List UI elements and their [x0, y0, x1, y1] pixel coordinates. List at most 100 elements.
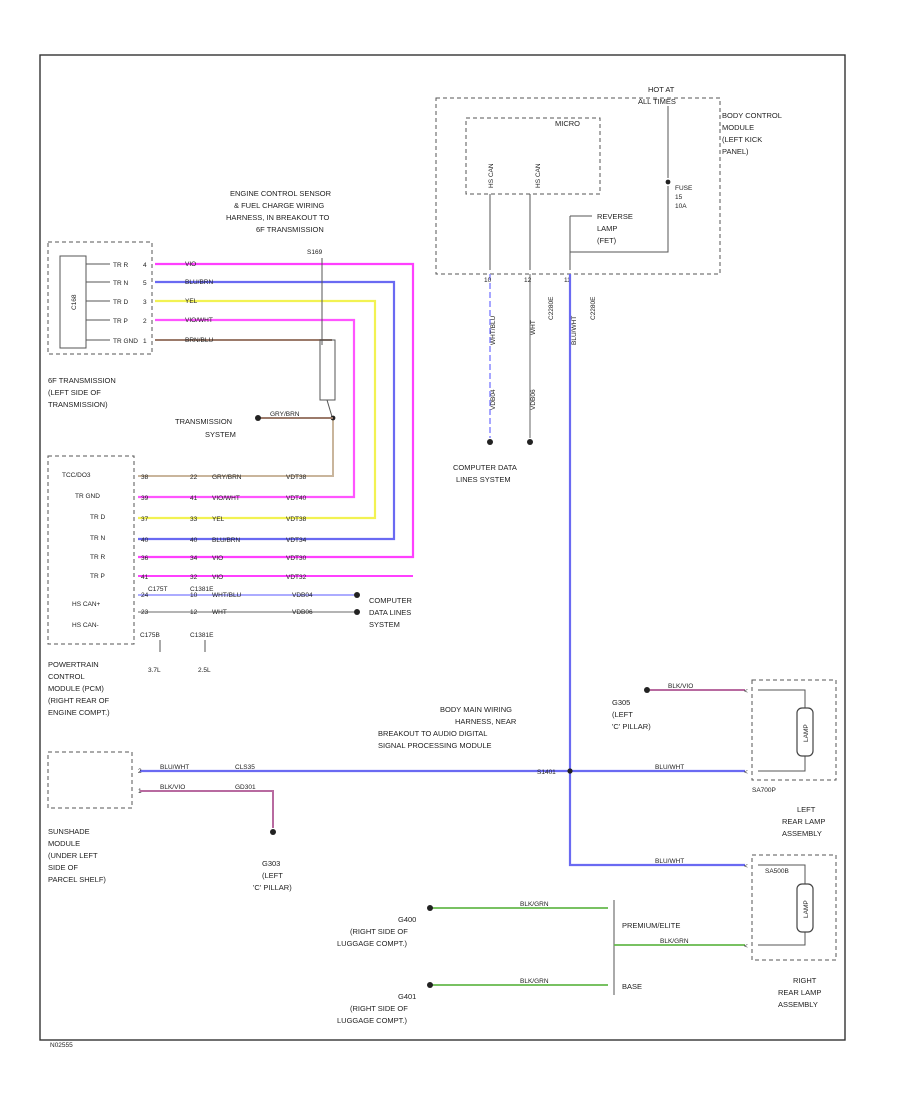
pcm-conn-top-a: C175T: [148, 586, 168, 593]
pcm-circuit-2: VDT38: [286, 516, 307, 523]
right-lamp-gnd-wire: BLK/GRN: [660, 938, 689, 945]
vert-wire-label-2: BLU/WHT: [571, 316, 578, 345]
g400-line-3: LUGGAGE COMPT.): [337, 939, 408, 948]
can-circuit-minus: VDB06: [292, 609, 313, 616]
ground-top-line-2: (LEFT: [612, 710, 633, 719]
vert-conn-num-2: 11: [564, 277, 571, 284]
body-harness-line-2: HARNESS, NEAR: [455, 717, 517, 726]
pcm-circuit-3: VDT34: [286, 537, 307, 544]
pcm-mid-num-2: 33: [190, 516, 198, 523]
left-lamp-pin-tick: <: [744, 688, 748, 695]
g400-line-1: G400: [398, 915, 416, 924]
left-lamp-conn: SA700P: [752, 787, 776, 794]
bcm-line-4: PANEL): [722, 147, 749, 156]
trans-pin-name-0: TR R: [113, 262, 128, 269]
trans-module-line-1: 6F TRANSMISSION: [48, 376, 116, 385]
pcm-wire-label-0: GRY/BRN: [212, 474, 242, 481]
fuse-feed: [570, 186, 669, 253]
sunshade-line-2: MODULE: [48, 839, 80, 848]
vert-circuit-0: VDB04: [490, 389, 497, 410]
pcm-module-line-1: POWERTRAIN: [48, 660, 99, 669]
ground-g401-icon: [427, 982, 433, 988]
right-lamp-bulb-icon: [796, 883, 814, 933]
hot-at-line-2: ALL TIMES: [638, 97, 676, 106]
pcm-circuit-4: VDT30: [286, 555, 307, 562]
vert-conn-label: C2280E: [548, 296, 555, 320]
pcm-module-line-2: CONTROL: [48, 672, 85, 681]
hot-at-line-1: HOT AT: [648, 85, 675, 94]
transmission-system-arrow-icon: [255, 415, 261, 421]
trans-pin-name-1: TR N: [113, 280, 128, 287]
pcm-circuit-1: VDT40: [286, 495, 307, 502]
pcm-pin-num-2: 37: [141, 516, 149, 523]
engine-size-b: 2.5L: [198, 667, 211, 674]
wire-yel-tr-d: [138, 299, 377, 520]
pcm-mid-numbers: 22 41 33 40 34 32: [190, 474, 198, 581]
option-premium-elite: PREMIUM/ELITE: [622, 921, 680, 930]
trans-wire-label-3: VIO/WHT: [185, 317, 213, 324]
g401-wire: BLK/GRN: [520, 978, 549, 985]
ecs-harness-id: S169: [307, 249, 323, 256]
fuse-line-1: FUSE: [675, 185, 693, 192]
right-lamp-conn: SA500B: [765, 868, 789, 875]
reverse-lamp-line-1: REVERSE: [597, 212, 633, 221]
left-lamp-bulb-label: LAMP: [803, 724, 810, 742]
sunshade-circuit-1: GD301: [235, 784, 256, 791]
cdl-right-line-1: COMPUTER: [369, 596, 413, 605]
bcm-line-2: MODULE: [722, 123, 754, 132]
pcm-pin-name-5: TR P: [90, 573, 105, 580]
pcm-wire-label-3: BLU/BRN: [212, 537, 240, 544]
cdl-bottom-line-2: LINES SYSTEM: [456, 475, 511, 484]
can-pin-name-plus: HS CAN+: [72, 601, 101, 608]
pcm-mid-num-1: 41: [190, 495, 198, 502]
trans-wire-label-4: BRN/BLU: [185, 337, 213, 344]
trans-pin-name-2: TR D: [113, 299, 128, 306]
transmission-connector: C168 TR R TR N TR D TR P TR GND 4 5 3 2 …: [47, 241, 153, 355]
diagram-frame: [39, 54, 846, 1041]
trans-system-wire-label: GRY/BRN: [270, 411, 300, 418]
sunshade-wire-0: BLU/WHT: [160, 764, 189, 771]
body-harness-line-4: SIGNAL PROCESSING MODULE: [378, 741, 492, 750]
ground-g400-icon: [427, 905, 433, 911]
trans-system-line-1: TRANSMISSION: [175, 417, 232, 426]
vert-wire-label-0: WHT/BLU: [490, 315, 497, 345]
trans-module-line-2: (LEFT SIDE OF: [48, 388, 101, 397]
trans-system-line-2: SYSTEM: [205, 430, 236, 439]
right-lamp-line-3: ASSEMBLY: [778, 1000, 818, 1009]
right-lamp-pin-tick: <: [744, 863, 748, 870]
bcm-outline: [435, 97, 721, 275]
pcm-pin-num-5: 41: [141, 574, 149, 581]
pcm-wire-label-2: YEL: [212, 516, 225, 523]
bcm-hs-can-b: HS CAN: [535, 163, 542, 188]
left-lamp-line-1: LEFT: [797, 805, 816, 814]
pcm-pin-names: TCC/DO3 TR GND TR D TR N TR R TR P: [62, 472, 105, 580]
can-pin-num-minus: 23: [141, 609, 149, 616]
pcm-wire-label-4: VIO: [212, 555, 223, 562]
trans-pin-name-4: TR GND: [113, 338, 138, 345]
vert-conn-num-1: 12: [524, 277, 532, 284]
right-lamp-line-2: REAR LAMP: [778, 988, 821, 997]
right-lamp-line-1: RIGHT: [793, 976, 817, 985]
wire-blu-brn-tr-n: [138, 280, 396, 541]
ecs-harness-line-1: ENGINE CONTROL SENSOR: [230, 189, 332, 198]
pcm-mid-num-3: 40: [190, 537, 198, 544]
bcm-line-1: BODY CONTROL: [722, 111, 782, 120]
reverse-lamp-line-2: LAMP: [597, 224, 617, 233]
trans-wire-label-2: YEL: [185, 298, 198, 305]
pcm-module-line-4: (RIGHT REAR OF: [48, 696, 110, 705]
pcm-module-line-3: MODULE (PCM): [48, 684, 104, 693]
pcm-conn-bottom-a: C175B: [140, 632, 160, 639]
right-lamp-bulb-label: LAMP: [803, 900, 810, 918]
can-pin-name-minus: HS CAN-: [72, 622, 99, 629]
cdl-arrow-b-icon: [527, 439, 533, 445]
vert-conn-num-0: 10: [484, 277, 492, 284]
wire-vio-tr-r: [138, 262, 415, 559]
pcm-pin-name-3: TR N: [90, 535, 105, 542]
trans-wire-label-1: BLU/BRN: [185, 279, 213, 286]
bcm-micro-label: MICRO: [555, 119, 580, 128]
cdl-bottom-line-1: COMPUTER DATA: [453, 463, 517, 472]
ground-left-line-3: 'C' PILLAR): [253, 883, 292, 892]
trans-pin-name-3: TR P: [113, 318, 128, 325]
ecs-harness-line-4: 6F TRANSMISSION: [256, 225, 324, 234]
sunshade-wire-1: BLK/VIO: [160, 784, 185, 791]
